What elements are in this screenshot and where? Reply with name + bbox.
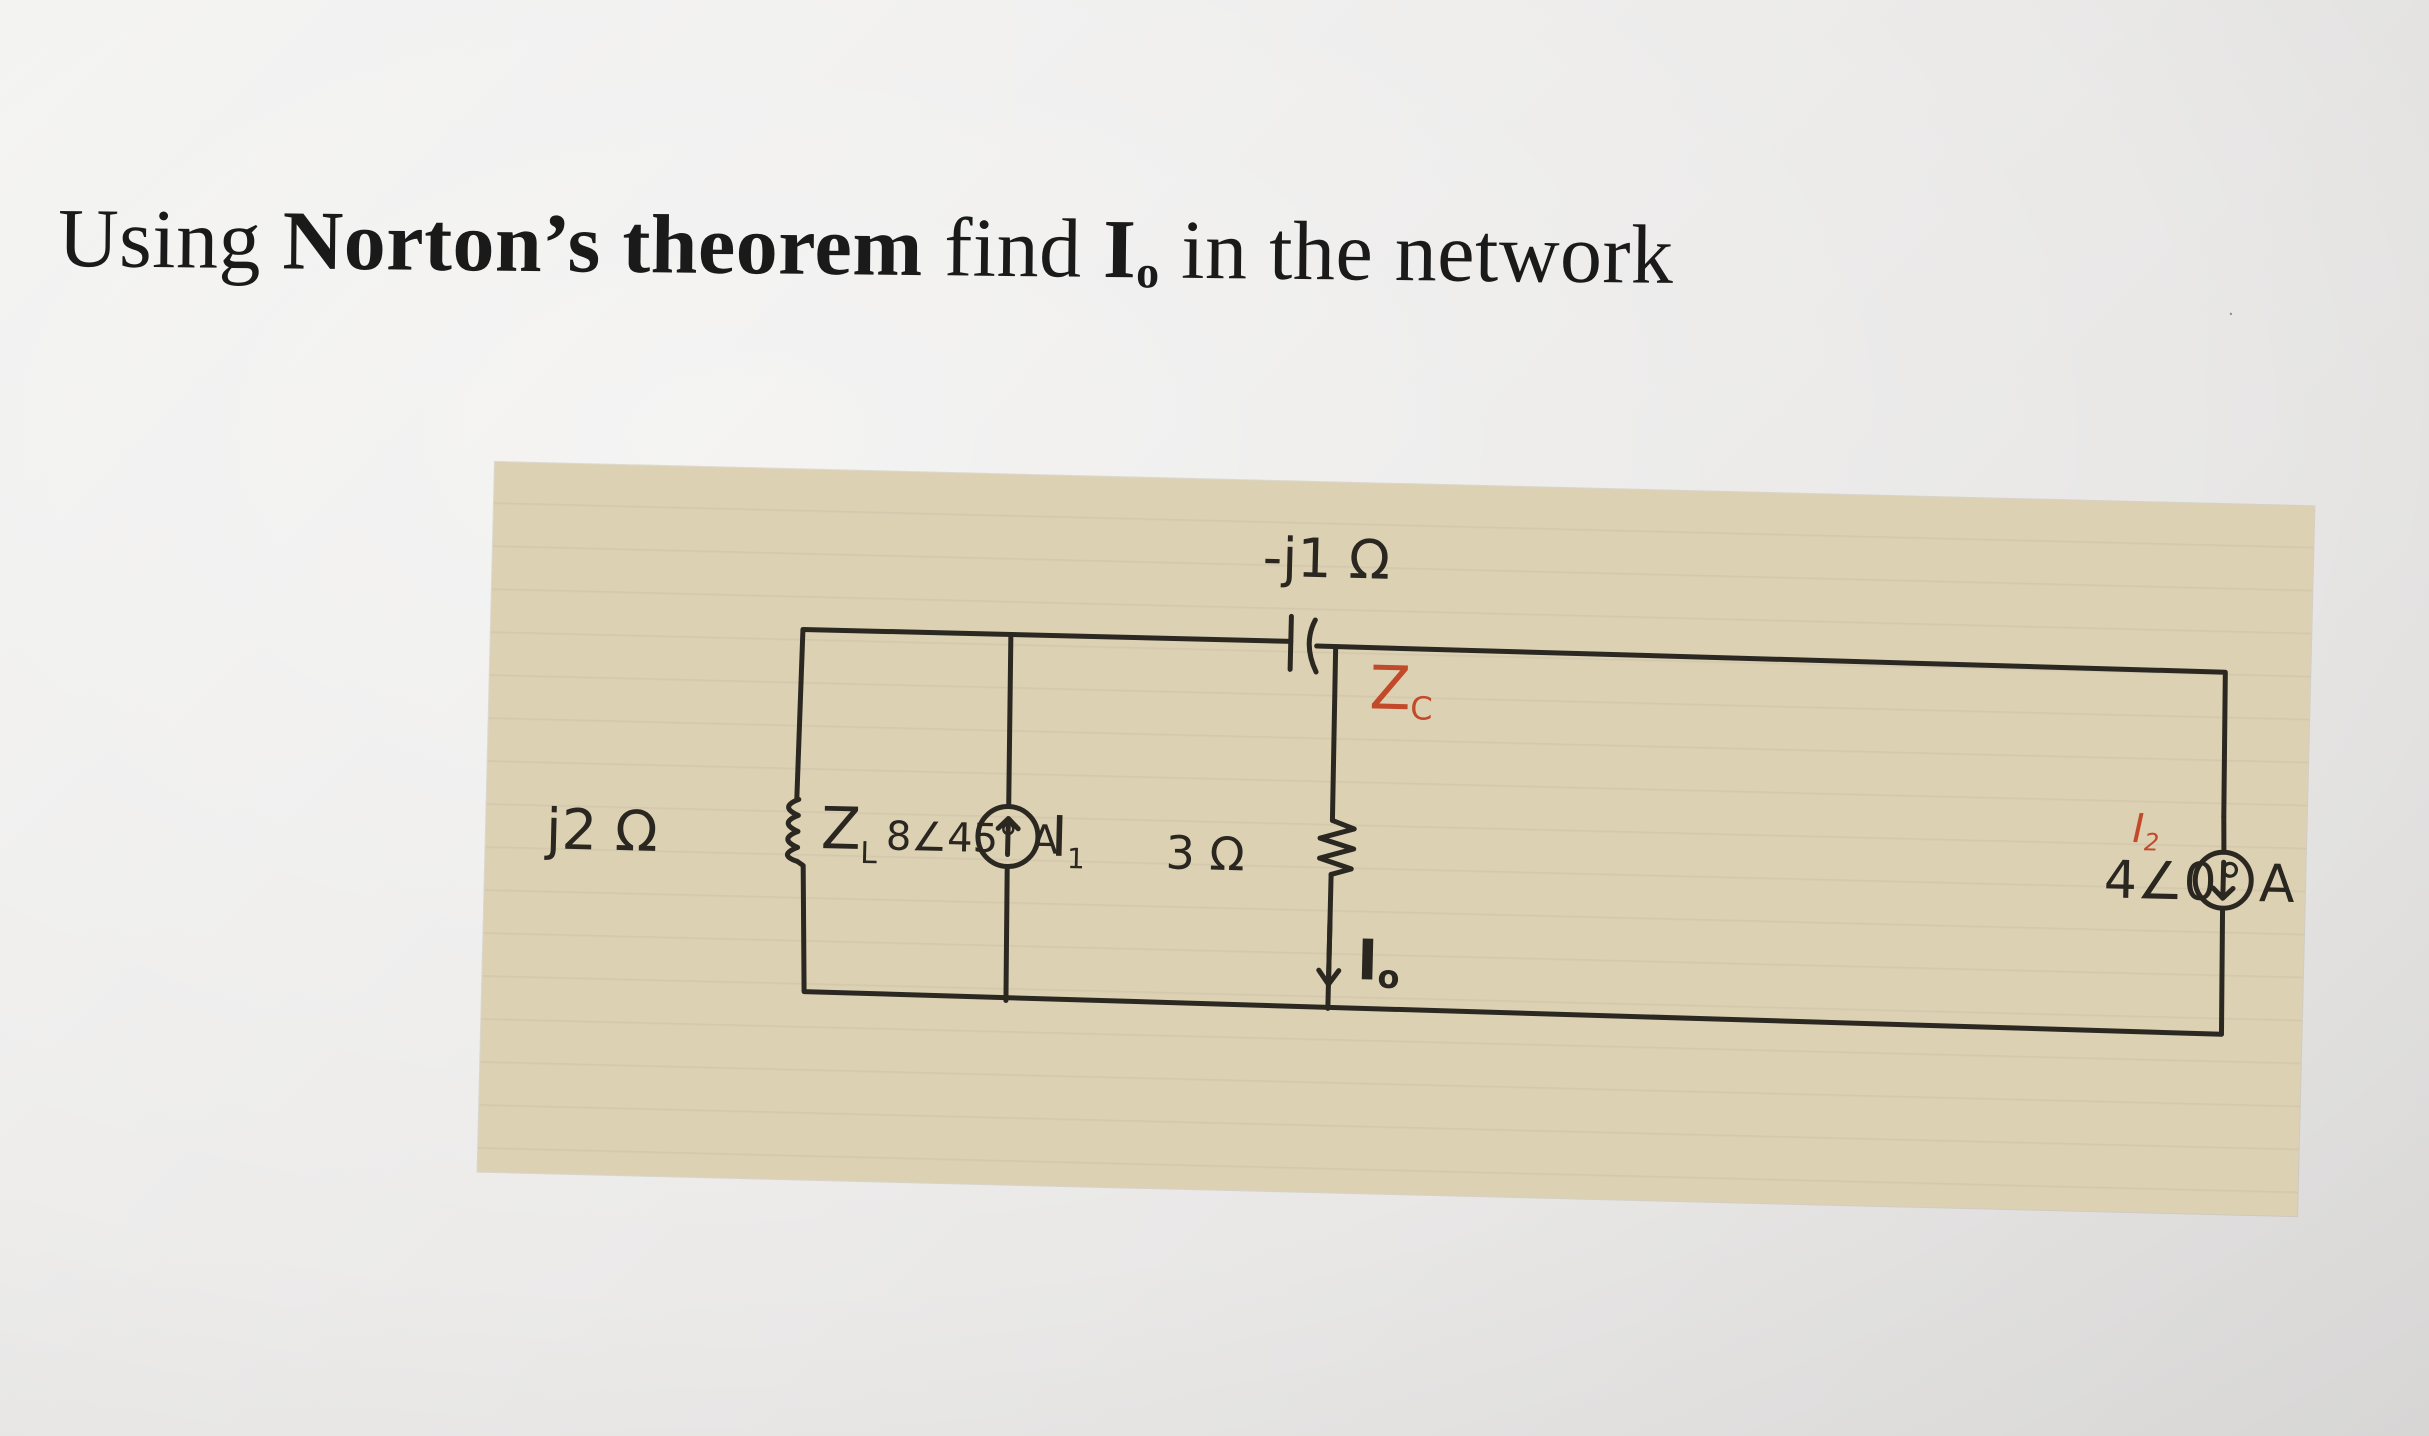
inductor-name-main: Z [820,794,861,863]
question-middle: find [922,201,1104,296]
capacitor-name-label: ZC [1369,653,1434,728]
question-theorem: Norton’s theorem [282,194,924,295]
resistor-zigzag [1317,817,1357,877]
capacitor-value-label: -j1 Ω [1262,526,1391,592]
source1-wire-top [1006,632,1014,808]
capacitor-name-main: Z [1369,653,1412,724]
source2-name-sub: 2 [2144,828,2160,856]
source1-name-main: I [1050,805,1068,870]
source2-wire-bottom [2218,905,2226,1037]
source2-name-label: I2 [2132,806,2160,857]
paper-speck: · [2228,304,2234,325]
top-wire-right [1314,643,2228,819]
question-target: Io [1102,202,1161,298]
top-wire-left [794,626,1294,802]
capacitor-plate-left [1287,613,1294,672]
left-wire-bottom [794,858,2224,1037]
circuit-photo: -j1 Ω ZC j2 Ω ZL 8∠45° A I1 3 Ω Io I2 4∠… [477,461,2315,1217]
source2-arrow-icon [2210,859,2236,901]
output-current-arrow-icon [1316,919,1342,987]
question-text: Using Norton’s theorem find Io in the ne… [57,190,1675,304]
source1-name-sub: 1 [1067,842,1086,875]
inductor-value-label: j2 Ω [543,797,658,865]
question-prefix: Using [57,192,284,288]
source1-value-label: 8∠45° A [885,814,1059,864]
output-current-label: Io [1356,928,1400,996]
source2-wire-top [2221,813,2227,855]
output-current-main: I [1356,928,1378,993]
source1-wire-bottom [1003,864,1010,1004]
source1-arrow-icon [995,816,1021,858]
resistor-wire-top [1329,645,1339,823]
source1-name-label: I1 [1050,805,1086,876]
resistor-value-label: 3 Ω [1165,825,1245,881]
inductor-name-label: ZL [820,794,879,871]
capacitor-plate-right [1306,617,1319,675]
capacitor-name-sub: C [1410,689,1433,728]
question-suffix: in the network [1159,203,1675,302]
question-target-sub: o [1135,246,1160,298]
inductor-coil [784,796,802,864]
circuit-diagram: -j1 Ω ZC j2 Ω ZL 8∠45° A I1 3 Ω Io I2 4∠… [543,526,2296,1037]
inductor-name-sub: L [860,836,878,871]
question-target-main: I [1102,202,1137,297]
output-current-sub: o [1377,958,1400,997]
source2-value-label: 4∠0° A [2103,850,2296,915]
source2-name-main: I [2132,806,2145,852]
